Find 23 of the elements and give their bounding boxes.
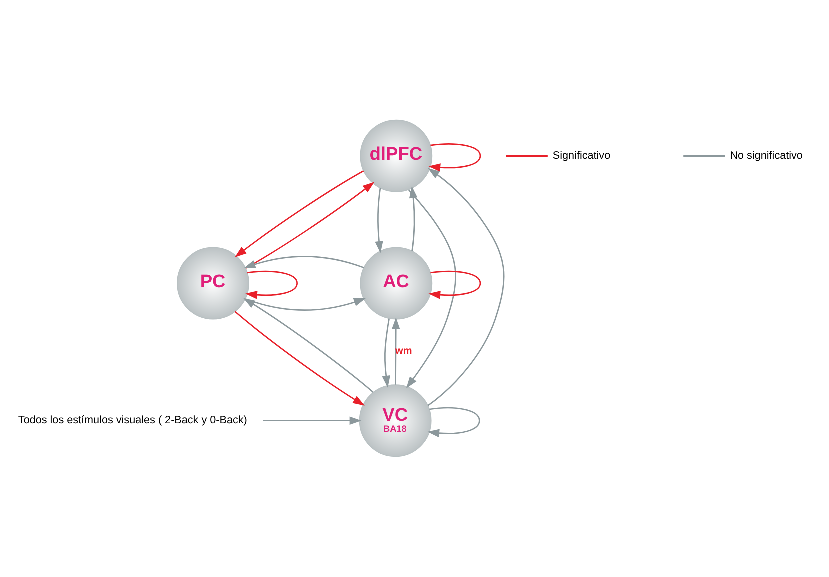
arrow (246, 271, 298, 300)
arrow (235, 170, 364, 258)
arrow (382, 318, 390, 388)
arrow (392, 318, 400, 385)
legend-label: Significativo (552, 150, 611, 162)
arrow (244, 256, 364, 269)
arrow (375, 188, 384, 254)
arrow (406, 190, 456, 389)
arrow (428, 407, 480, 438)
arrow (263, 416, 362, 426)
arrow (246, 182, 375, 270)
arrow (428, 271, 482, 300)
arrow (234, 311, 365, 406)
arrow (428, 168, 505, 406)
node-text: Todos los estímulos visuales ( 2-Back y 0-Back) (18, 414, 248, 427)
node-circle: VC BA18 (359, 384, 432, 458)
arrow (409, 186, 418, 252)
arrow (246, 298, 366, 311)
node-circle: AC (360, 247, 433, 320)
edge-label: wm (396, 346, 412, 357)
legend-label: No significativo (730, 150, 803, 162)
arrow (244, 298, 374, 393)
arrow (428, 144, 482, 172)
